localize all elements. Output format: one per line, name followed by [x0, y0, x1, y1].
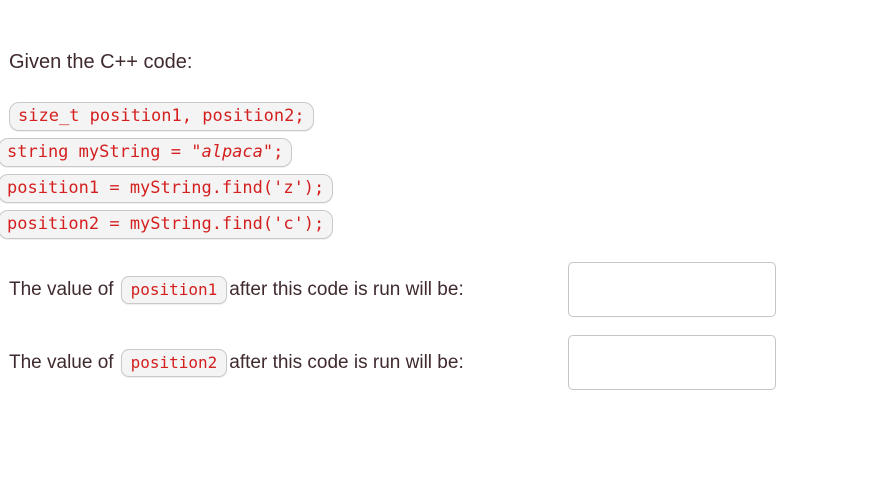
question-1-row: The value of position1 after this code i… — [9, 262, 869, 318]
inline-code-position2: position2 — [120, 349, 228, 377]
code-text: ; — [273, 142, 284, 162]
question-1-suffix: after this code is run will be: — [229, 279, 464, 300]
question-2-suffix: after this code is run will be: — [229, 352, 464, 373]
code-block: size_t position1, position2; string mySt… — [0, 102, 334, 246]
answer-input-2[interactable] — [568, 335, 776, 390]
answer-input-1[interactable] — [568, 262, 776, 317]
inline-code-position1: position1 — [120, 276, 228, 304]
question-2-prefix: The value of — [9, 352, 114, 373]
code-line-string-init: string myString = "alpaca"; — [0, 138, 293, 167]
code-line-find-c: position2 = myString.find('c'); — [0, 210, 334, 239]
code-line-declaration: size_t position1, position2; — [9, 102, 314, 131]
question-prompt: Given the C++ code: — [9, 51, 193, 73]
string-literal: "alpaca" — [191, 142, 274, 162]
code-text: string myString = — [7, 142, 192, 162]
question-2-row: The value of position2 after this code i… — [9, 335, 869, 391]
question-1-prefix: The value of — [9, 279, 114, 300]
code-line-find-z: position1 = myString.find('z'); — [0, 174, 334, 203]
